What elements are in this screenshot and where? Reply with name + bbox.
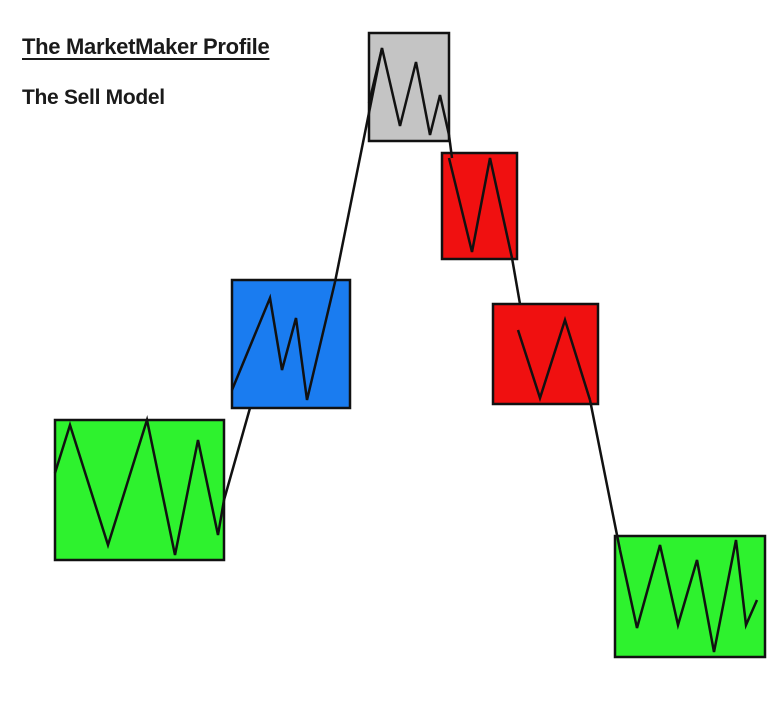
markdown-box-lower	[491, 302, 600, 406]
price-zigzag-left	[53, 415, 226, 556]
trend-line-rise-to-peak	[333, 47, 384, 283]
price-zigzag-right	[618, 539, 759, 653]
diagram-title: The MarketMaker Profile	[22, 34, 270, 59]
markdown-box-upper	[440, 151, 519, 261]
accumulation-box-right	[613, 534, 767, 659]
diagram-subtitle: The Sell Model	[22, 86, 165, 109]
price-zigzag-rise	[230, 281, 337, 401]
price-zigzag-drop-1	[447, 157, 514, 259]
trend-line-drop2-to-base	[588, 399, 622, 551]
price-zigzag-drop-2	[516, 315, 592, 403]
trend-line-peak-to-drop	[447, 134, 454, 159]
trend-line-left-to-rise	[222, 407, 252, 501]
trend-line-drop1-to-drop2	[510, 257, 522, 305]
